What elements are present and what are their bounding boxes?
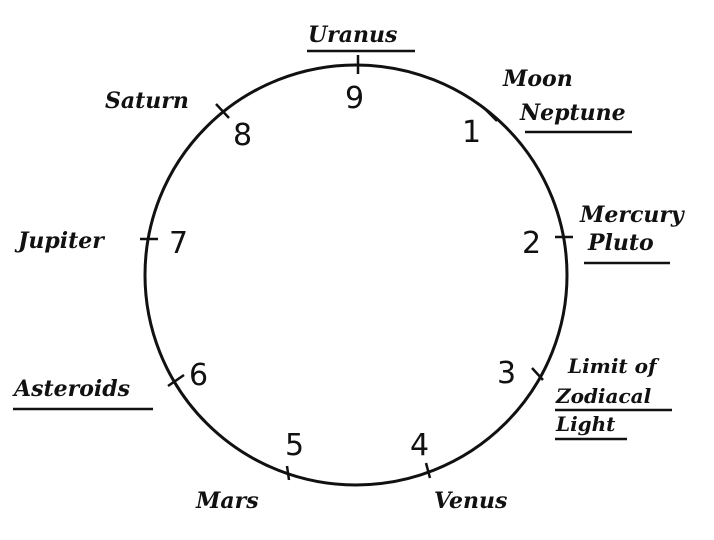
label-pluto: Pluto [587, 230, 654, 256]
number-3: 3 [497, 356, 516, 391]
label-zodiacal: Zodiacal [555, 384, 652, 408]
tick-4 [424, 462, 432, 479]
number-4: 4 [410, 428, 429, 463]
label-light: Light [555, 412, 616, 436]
label-limit-of: Limit of [567, 354, 660, 378]
tick-1 [482, 106, 498, 122]
label-mars: Mars [195, 488, 259, 514]
label-uranus: Uranus [308, 22, 397, 48]
body-labels: Uranus Moon Neptune Mercury Pluto Limit … [12, 22, 686, 514]
label-asteroids: Asteroids [12, 376, 130, 402]
tick-5 [285, 465, 291, 481]
number-9: 9 [345, 81, 364, 116]
tick-8 [215, 103, 230, 119]
label-neptune: Neptune [519, 100, 626, 126]
number-6: 6 [189, 358, 208, 393]
label-jupiter: Jupiter [14, 228, 105, 254]
number-8: 8 [233, 118, 252, 153]
number-5: 5 [285, 428, 304, 463]
tick-3 [531, 367, 544, 381]
tick-marks [140, 55, 573, 481]
orbit-circle [143, 63, 569, 487]
number-1: 1 [462, 115, 481, 150]
label-mercury: Mercury [579, 202, 686, 228]
label-saturn: Saturn [105, 88, 189, 114]
tick-6 [167, 373, 185, 388]
position-numbers: 9 1 2 3 4 5 6 7 8 [169, 81, 541, 463]
number-7: 7 [169, 226, 188, 261]
label-venus: Venus [434, 488, 507, 514]
label-moon: Moon [502, 66, 573, 92]
number-2: 2 [522, 226, 541, 261]
